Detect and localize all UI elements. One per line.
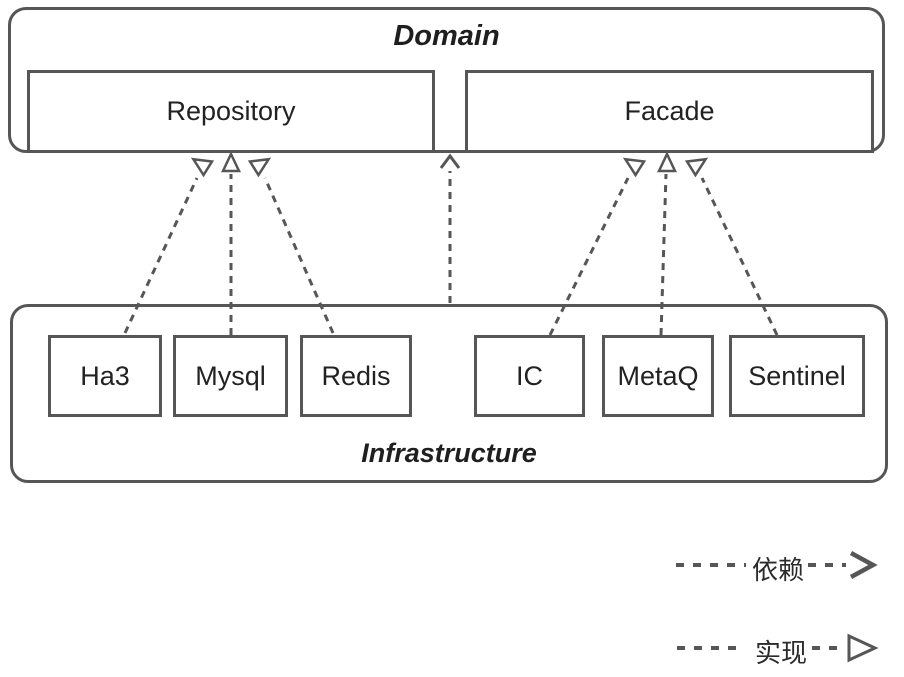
- infrastructure-layer-container: [10, 304, 888, 483]
- ha3-box: Ha3: [48, 335, 162, 417]
- dependency-arrowhead-icon: [439, 153, 461, 169]
- ha3-label: Ha3: [80, 360, 130, 391]
- facade-box: Facade: [465, 70, 874, 153]
- sentinel-label: Sentinel: [748, 360, 846, 391]
- redis-label: Redis: [321, 360, 391, 391]
- realization-arrowhead-mysql-icon: [221, 151, 241, 173]
- legend-dependency-arrow-icon: [849, 551, 878, 579]
- mysql-label: Mysql: [195, 360, 266, 391]
- legend-dependency-label: 依赖: [751, 555, 804, 585]
- realization-arrowhead-ic-icon: [622, 157, 647, 178]
- realization-arrowhead-metaq-icon: [657, 151, 677, 173]
- sentinel-box: Sentinel: [729, 335, 865, 417]
- repository-label: Repository: [166, 96, 296, 126]
- ic-label: IC: [516, 360, 543, 391]
- realization-arrowhead-sentinel-icon: [684, 157, 709, 178]
- infrastructure-layer-title: Infrastructure: [361, 438, 537, 468]
- facade-label: Facade: [624, 96, 715, 126]
- metaq-label: MetaQ: [617, 360, 699, 391]
- realization-arrowhead-ha3-icon: [190, 157, 215, 178]
- legend-realization-label: 实现: [754, 638, 807, 668]
- domain-layer-title: Domain: [393, 20, 500, 52]
- mysql-box: Mysql: [173, 335, 288, 417]
- realization-arrowhead-redis-icon: [247, 157, 272, 178]
- ic-box: IC: [474, 335, 585, 417]
- metaq-box: MetaQ: [602, 335, 714, 417]
- repository-box: Repository: [27, 70, 435, 153]
- legend-realization-arrow-icon: [847, 633, 879, 663]
- domain-layer-container: [8, 7, 885, 153]
- redis-box: Redis: [300, 335, 412, 417]
